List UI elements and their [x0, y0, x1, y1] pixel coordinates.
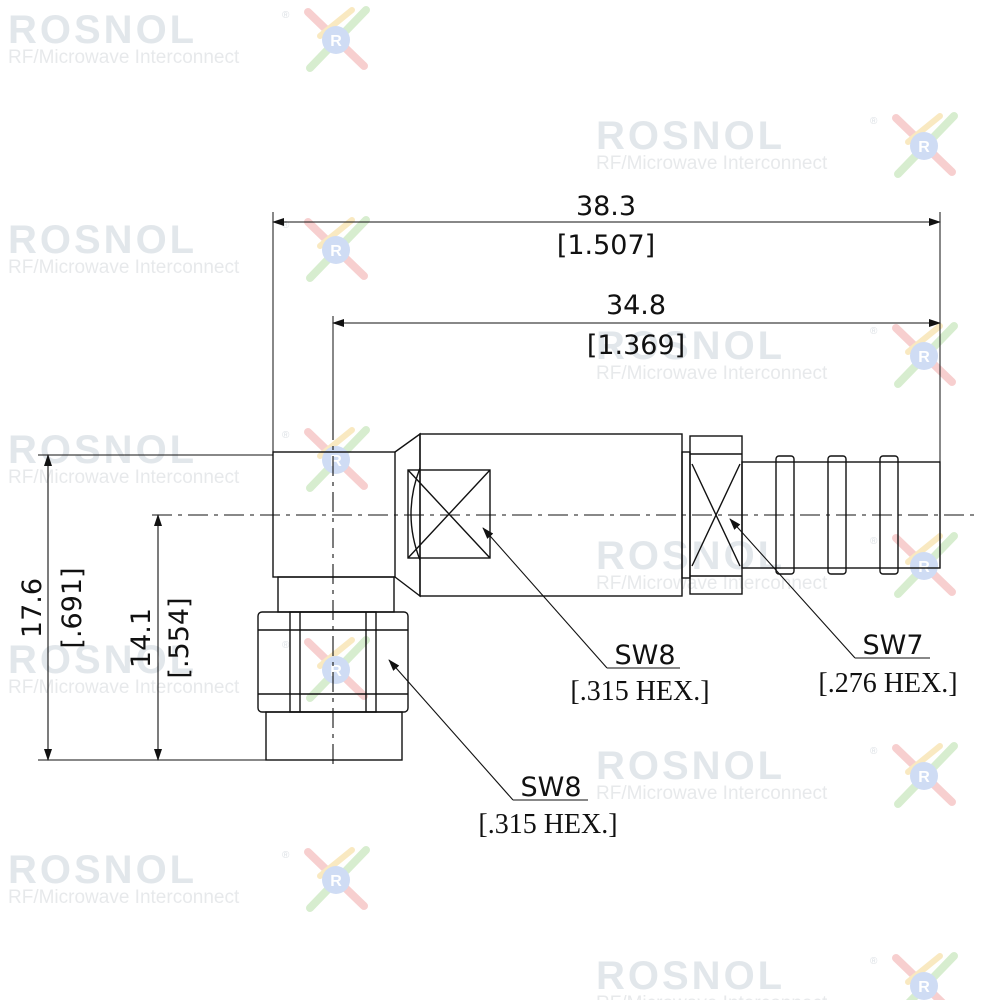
logo-letter: R [330, 243, 342, 260]
body-curve [410, 467, 421, 561]
leader-body-hex [482, 527, 608, 669]
dim-overall-height-mm: 17.6 [17, 578, 48, 638]
watermark-tagline: RF/Microwave Interconnect [596, 573, 828, 594]
rosnol-logo-icon: R [892, 952, 958, 1000]
logo-letter: R [918, 139, 930, 156]
watermark-brand: ROSNOL [8, 638, 198, 682]
callout-body-hex-size: SW8 [614, 640, 675, 671]
center-lines [152, 420, 975, 770]
logo-letter: R [918, 769, 930, 786]
dimension-lines [44, 218, 941, 761]
rosnol-logo-icon: R [304, 6, 370, 72]
dim-overall-height-in: [.691] [57, 567, 88, 648]
rosnol-logo-icon: R [892, 742, 958, 808]
watermark-registered: ® [282, 850, 290, 861]
watermark: ROSNOL ® RF/Microwave Interconnect R [0, 846, 380, 916]
leader-nut-hex [388, 659, 514, 801]
watermark-tagline: RF/Microwave Interconnect [8, 677, 240, 698]
watermark-brand: ROSNOL [596, 324, 786, 368]
watermark-tagline: RF/Microwave Interconnect [596, 994, 827, 1000]
logo-letter: R [330, 873, 342, 890]
watermark-registered: ® [870, 326, 878, 337]
watermark-brand: ROSNOL [596, 954, 786, 998]
rosnol-logo-icon: R [304, 846, 370, 912]
leader-crimp-hex [729, 518, 856, 659]
watermark-tagline: RF/Microwave Interconnect [596, 783, 828, 804]
watermark-tagline: RF/Microwave Interconnect [8, 467, 240, 488]
callout-nut-hex-size: SW8 [520, 772, 581, 803]
dim-axis-height-in: [.554] [164, 597, 195, 678]
watermark-brand: ROSNOL [8, 848, 198, 892]
logo-letter: R [330, 33, 342, 50]
dim-axis-height-mm: 14.1 [126, 608, 157, 668]
crimp-hex-cross [691, 463, 741, 567]
watermark-tagline: RF/Microwave Interconnect [596, 363, 828, 384]
watermark-tagline: RF/Microwave Interconnect [8, 47, 240, 68]
callout-nut-hex-in: [.315 HEX.] [478, 809, 617, 840]
dim-overall-length-mm: 38.3 [576, 191, 636, 222]
connector-outline [257, 432, 941, 761]
callout-crimp-hex-size: SW7 [862, 630, 923, 661]
watermark-registered: ® [282, 640, 290, 651]
rosnol-logo-icon: R [304, 636, 370, 702]
watermark: ROSNOL ® RF/Microwave Interconnect R [0, 6, 380, 76]
rosnol-logo-icon: R [304, 216, 370, 282]
crimp-hex-chamfer [690, 453, 742, 577]
watermark: ROSNOL ® RF/Microwave Interconnect R [0, 216, 380, 286]
logo-letter: R [918, 979, 930, 996]
extension-lines [38, 212, 941, 761]
watermark: ROSNOL ® RF/Microwave Interconnect R [0, 636, 380, 706]
callout-body-hex-in: [.315 HEX.] [570, 676, 709, 707]
watermark-tagline: RF/Microwave Interconnect [8, 257, 240, 278]
watermark-brand: ROSNOL [596, 744, 786, 788]
watermark-registered: ® [870, 746, 878, 757]
body-hex-flat [407, 469, 491, 559]
logo-letter: R [918, 349, 930, 366]
watermark-brand: ROSNOL [8, 428, 198, 472]
leader-lines [388, 518, 930, 801]
watermark-registered: ® [282, 430, 290, 441]
watermark: ROSNOL ® RF/Microwave Interconnect R [588, 952, 968, 1000]
watermark-brand: ROSNOL [8, 218, 198, 262]
rosnol-logo-icon: R [892, 112, 958, 178]
watermark-registered: ® [870, 536, 878, 547]
watermark-registered: ® [282, 10, 290, 21]
body-hex-cross [407, 469, 491, 559]
watermark-registered: ® [870, 956, 878, 967]
watermark-brand: ROSNOL [8, 8, 198, 52]
watermark-registered: ® [870, 116, 878, 127]
dim-body-length-mm: 34.8 [606, 290, 666, 321]
watermark-tagline: RF/Microwave Interconnect [8, 887, 240, 908]
watermark: ROSNOL ® RF/Microwave Interconnect R [0, 426, 380, 496]
watermark-tagline: RF/Microwave Interconnect [596, 153, 828, 174]
watermark: ROSNOL ® RF/Microwave Interconnect R [588, 742, 968, 812]
watermark: ROSNOL ® RF/Microwave Interconnect R [588, 112, 968, 182]
callout-crimp-hex-in: [.276 HEX.] [818, 668, 957, 699]
watermark-brand: ROSNOL [596, 114, 786, 158]
watermark: ROSNOL ® RF/Microwave Interconnect R [588, 322, 968, 392]
nut-neck [277, 576, 395, 613]
dim-overall-length-in: [1.507] [557, 230, 655, 261]
nut-facet-edges [299, 612, 367, 712]
rosnol-logo-icon: R [892, 322, 958, 388]
connector-face [265, 711, 403, 761]
dim-body-length-in: [1.369] [587, 330, 685, 361]
